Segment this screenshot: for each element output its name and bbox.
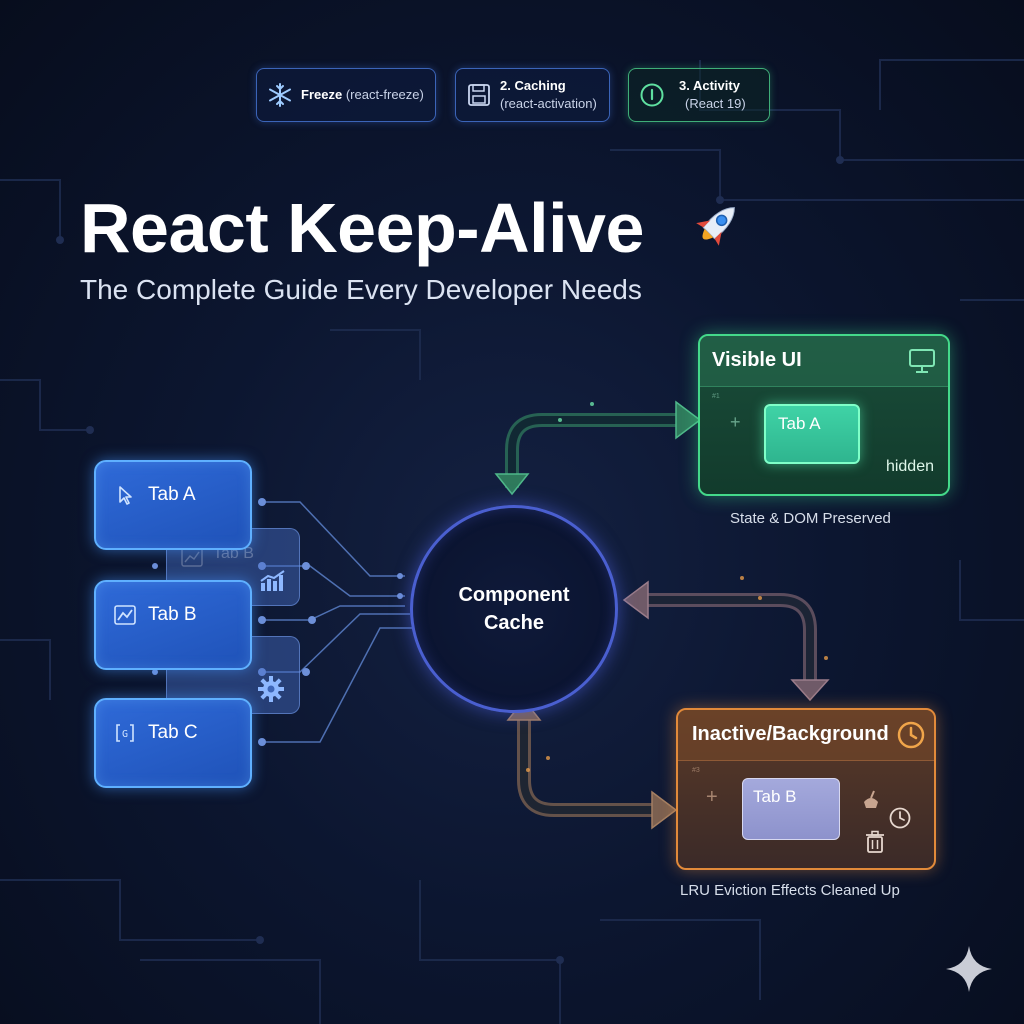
gear-icon — [258, 676, 284, 702]
chart-line-icon — [181, 547, 203, 567]
inactive-tiny-label: #3 — [692, 767, 700, 774]
plus-icon: + — [730, 412, 741, 432]
chip-freeze-sub: (react-freeze) — [345, 87, 424, 102]
tab-a[interactable]: Tab A — [94, 460, 252, 550]
visible-ui-header — [700, 336, 948, 387]
tab-c[interactable]: G Tab C — [94, 698, 252, 788]
sparkle-icon — [946, 946, 992, 992]
visible-ui-caption: State & DOM Preserved — [730, 510, 891, 527]
page-title: React Keep-Alive — [80, 189, 644, 267]
chip-freeze-title: Freeze — [301, 87, 343, 102]
tab-b[interactable]: Tab B — [94, 580, 252, 670]
arrow-cache-to-inactive — [506, 698, 678, 830]
inactive-header — [678, 710, 934, 761]
visible-ui-tiny-label: #1 — [712, 393, 720, 400]
code-brackets-icon: G — [116, 724, 134, 742]
visible-inner-tab[interactable]: Tab A — [764, 404, 860, 464]
arrow-cache-to-visible — [494, 400, 702, 496]
tab-c-label: Tab C — [148, 722, 198, 743]
inactive-caption: LRU Eviction Effects Cleaned Up — [680, 882, 900, 899]
tab-b-label: Tab B — [148, 604, 197, 625]
component-cache: Component Cache — [410, 505, 618, 713]
chip-activity[interactable]: 3. Activity (React 19) — [628, 68, 770, 122]
inactive-inner-tab[interactable]: Tab B — [742, 778, 840, 840]
page-subtitle: The Complete Guide Every Developer Needs — [80, 274, 642, 305]
cursor-icon — [119, 486, 132, 505]
inactive-inner-tab-label: Tab B — [753, 787, 797, 806]
visible-ui-panel: Visible UI #1 + Tab A hidden — [698, 334, 950, 496]
connector-line — [262, 501, 405, 577]
rocket-icon — [696, 207, 735, 246]
chip-activity-title: 3. Activity — [679, 78, 740, 93]
visible-inner-tab-label: Tab A — [778, 414, 821, 433]
hidden-note: hidden — [885, 458, 934, 475]
monitor-icon — [909, 349, 935, 373]
chip-caching-sub: (react-activation) — [500, 96, 597, 111]
tab-a-label: Tab A — [148, 484, 196, 505]
chip-freeze[interactable]: Freeze (react-freeze) — [256, 68, 436, 122]
arrow-inactive-to-cache — [622, 580, 830, 702]
power-icon — [640, 83, 664, 107]
cache-label: Component Cache — [458, 584, 570, 634]
timer-icon — [889, 807, 911, 829]
chip-caching[interactable]: 2. Caching (react-activation) — [455, 68, 610, 122]
svg-text:G: G — [122, 729, 128, 740]
chip-caching-title: 2. Caching — [500, 78, 566, 93]
inactive-title: Inactive/Background — [692, 723, 889, 745]
visible-ui-title: Visible UI — [712, 349, 802, 371]
inactive-panel: Inactive/Background #3 + Tab B — [676, 708, 936, 870]
chart-line-icon — [114, 605, 136, 625]
plus-icon: + — [706, 786, 718, 808]
save-disk-icon — [468, 84, 490, 106]
chip-activity-sub: (React 19) — [685, 96, 746, 111]
snowflake-icon — [269, 83, 291, 107]
bar-chart-icon — [260, 570, 285, 591]
broom-icon — [864, 790, 878, 808]
clock-icon — [897, 721, 925, 749]
trash-icon — [866, 830, 884, 853]
